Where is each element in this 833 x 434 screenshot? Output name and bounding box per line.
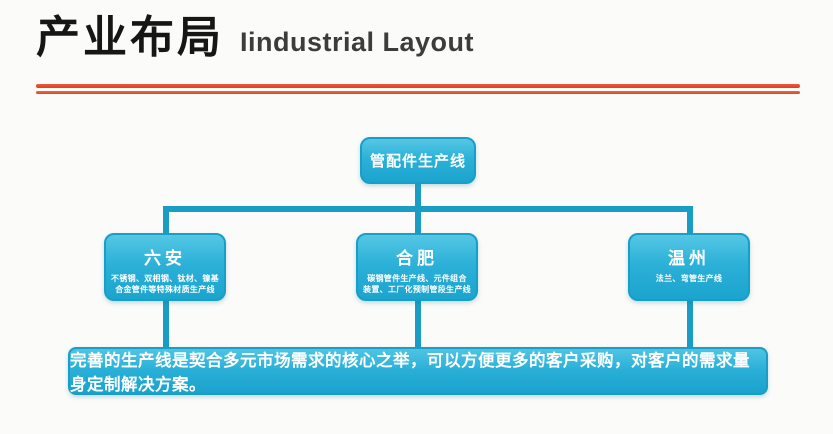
node-label-luan: 六安 (144, 249, 186, 268)
node-detail-wenzhou: 法兰、弯管生产线 (655, 274, 723, 283)
connector-wenzhou-top (687, 208, 693, 236)
summary-text: 完善的生产线是契合多元市场需求的核心之举，可以方便更多的客户采购，对客户的需求量… (70, 352, 750, 394)
page-title: 产业布局 Iindustrial Layout (36, 13, 475, 62)
root-node-pipe-fittings: 管配件生产线 (360, 137, 476, 184)
child-node-luan: 六安 不锈钢、双相钢、钛材、镍基 合金管件等特殊材质生产线 (104, 233, 226, 301)
connector-luan-bottom (163, 299, 169, 350)
connector-horizontal (163, 206, 693, 212)
root-node-label: 管配件生产线 (369, 153, 466, 170)
divider-line-top (36, 84, 800, 88)
child-node-wenzhou: 温州 法兰、弯管生产线 (628, 233, 750, 301)
connector-luan-top (163, 208, 169, 236)
node-detail-hefei: 碳钢管件生产线、元件组合 装置、工厂化预制管段生产线 (363, 274, 471, 295)
node-label-hefei: 合肥 (396, 249, 438, 268)
connector-root-stub (415, 182, 421, 211)
accent-divider (36, 84, 800, 94)
child-node-hefei: 合肥 碳钢管件生产线、元件组合 装置、工厂化预制管段生产线 (356, 233, 478, 301)
connector-hefei-bottom (415, 299, 421, 350)
summary-banner: 完善的生产线是契合多元市场需求的核心之举，可以方便更多的客户采购，对客户的需求量… (68, 347, 768, 395)
node-detail-luan: 不锈钢、双相钢、钛材、镍基 合金管件等特殊材质生产线 (111, 274, 219, 295)
title-chinese: 产业布局 (36, 13, 224, 62)
connector-hefei-top (415, 208, 421, 236)
title-english: Iindustrial Layout (240, 27, 475, 58)
divider-line-bottom (36, 91, 800, 94)
node-label-wenzhou: 温州 (668, 249, 710, 268)
connector-wenzhou-bottom (687, 299, 693, 350)
